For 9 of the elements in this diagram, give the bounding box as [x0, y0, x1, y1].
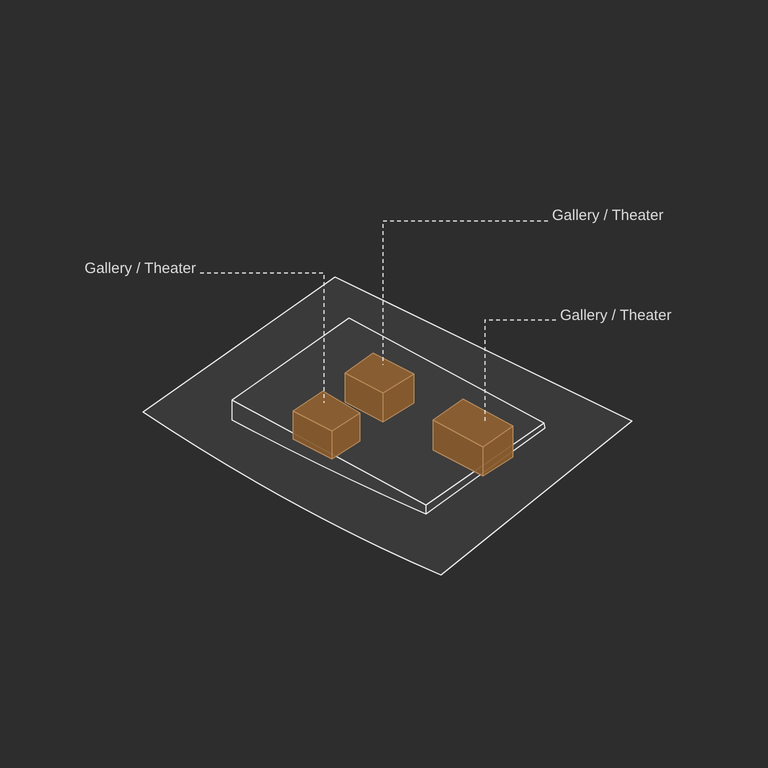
callout-label: Gallery / Theater — [556, 307, 676, 325]
building-block — [292, 390, 361, 460]
callout-label: Gallery / Theater — [548, 207, 668, 225]
leader-line — [484, 319, 556, 424]
building-block — [432, 398, 514, 477]
callout-label: Gallery / Theater — [80, 260, 200, 278]
leader-line — [200, 272, 325, 403]
building-block — [344, 352, 415, 423]
leader-line — [382, 220, 548, 365]
